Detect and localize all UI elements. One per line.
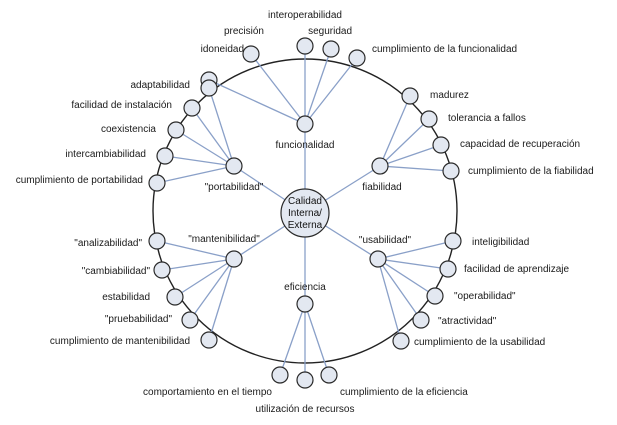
- leaf-node-funcionalidad-2: [296, 37, 314, 55]
- branch-usabilidad-4: [377, 258, 402, 342]
- branch-portabilidad-0: [208, 87, 235, 167]
- branch-portabilidad-1: [191, 107, 235, 167]
- leaf-node-portabilidad-1: [183, 99, 201, 117]
- hub-label-eficiencia: eficiencia: [284, 282, 326, 293]
- leaf-node-funcionalidad-1: [242, 45, 260, 63]
- leaf-node-funcionalidad-4: [348, 49, 366, 67]
- branch-funcionalidad-3: [304, 48, 332, 125]
- leaf-label-funcionalidad-4: cumplimiento de la funcionalidad: [372, 44, 517, 55]
- leaf-label-fiabilidad-3: cumplimiento de la fiabilidad: [468, 166, 594, 177]
- leaf-label-mantenibilidad-2: estabilidad: [102, 292, 150, 303]
- leaf-node-fiabilidad-2: [432, 136, 450, 154]
- branch-fiabilidad-3: [379, 165, 452, 172]
- hub-node-usabilidad: [369, 250, 387, 268]
- branch-portabilidad-3: [164, 155, 235, 167]
- leaf-label-fiabilidad-0: madurez: [430, 90, 469, 101]
- leaf-node-eficiencia-2: [320, 366, 338, 384]
- leaf-node-funcionalidad-3: [322, 40, 340, 58]
- nodes: [148, 37, 462, 389]
- leaf-node-portabilidad-0: [200, 79, 218, 97]
- branch-funcionalidad-4: [304, 57, 358, 125]
- center-line-3: Externa: [288, 220, 323, 231]
- leaf-node-portabilidad-3: [156, 147, 174, 165]
- leaf-node-portabilidad-4: [148, 174, 166, 192]
- branch-fiabilidad-1: [379, 118, 430, 167]
- leaf-node-fiabilidad-0: [401, 87, 419, 105]
- hub-label-portabilidad: "portabilidad": [205, 182, 264, 193]
- branch-usabilidad-3: [377, 258, 422, 321]
- hub-label-mantenibilidad: "mantenibilidad": [188, 234, 260, 245]
- leaf-label-portabilidad-0: adaptabilidad: [131, 80, 191, 91]
- branch-eficiencia-2: [304, 303, 330, 376]
- leaf-label-mantenibilidad-3: "pruebabilidad": [105, 314, 173, 325]
- leaf-node-usabilidad-1: [439, 260, 457, 278]
- leaf-label-usabilidad-2: "operabilidad": [454, 291, 516, 302]
- leaf-label-mantenibilidad-4: cumplimiento de mantenibilidad: [50, 336, 190, 347]
- leaf-label-mantenibilidad-0: "analizabilidad": [74, 238, 142, 249]
- leaf-node-mantenibilidad-2: [166, 288, 184, 306]
- leaf-node-fiabilidad-1: [420, 110, 438, 128]
- center-line-2: Interna/: [288, 208, 322, 219]
- branch-funcionalidad-0: [208, 79, 306, 125]
- leaf-label-funcionalidad-3: seguridad: [308, 26, 352, 37]
- leaf-label-portabilidad-2: coexistencia: [101, 124, 156, 135]
- leaf-node-usabilidad-2: [426, 287, 444, 305]
- leaf-label-mantenibilidad-1: "cambiabilidad": [82, 266, 151, 277]
- hub-node-mantenibilidad: [225, 250, 243, 268]
- leaf-node-eficiencia-1: [296, 371, 314, 389]
- branch-fiabilidad-0: [379, 95, 411, 167]
- labels: idoneidad precisión interoperabilidad segur…: [16, 10, 594, 415]
- branches: [156, 46, 454, 380]
- leaf-node-usabilidad-3: [412, 311, 430, 329]
- branch-eficiencia-0: [279, 303, 306, 376]
- leaf-label-portabilidad-1: facilidad de instalación: [71, 100, 172, 111]
- leaf-label-fiabilidad-1: tolerancia a fallos: [448, 113, 526, 124]
- hub-node-eficiencia: [296, 295, 314, 313]
- leaf-label-eficiencia-0: comportamiento en el tiempo: [143, 387, 272, 398]
- leaf-node-mantenibilidad-0: [148, 232, 166, 250]
- leaf-label-usabilidad-3: "atractividad": [438, 316, 497, 327]
- branch-usabilidad-2: [377, 258, 436, 297]
- hub-label-usabilidad: "usabilidad": [359, 235, 412, 246]
- hub-label-funcionalidad: funcionalidad: [276, 140, 335, 151]
- leaf-node-mantenibilidad-4: [200, 331, 218, 349]
- leaf-label-funcionalidad-1: precisión: [224, 26, 264, 37]
- center-line-1: Calidad: [288, 196, 322, 207]
- branch-mantenibilidad-3: [189, 258, 235, 321]
- branch-mantenibilidad-1: [161, 258, 235, 271]
- branch-mantenibilidad-0: [156, 240, 235, 260]
- branch-portabilidad-4: [156, 165, 235, 184]
- leaf-label-eficiencia-2: cumplimiento de la eficiencia: [340, 387, 468, 398]
- leaf-label-usabilidad-0: inteligibilidad: [472, 237, 529, 248]
- branch-portabilidad-2: [175, 129, 235, 167]
- branch-funcionalidad-1: [250, 53, 306, 125]
- leaf-node-mantenibilidad-1: [153, 261, 171, 279]
- branch-usabilidad-0: [377, 240, 454, 260]
- leaf-label-fiabilidad-2: capacidad de recuperación: [460, 139, 580, 150]
- branch-mantenibilidad-2: [174, 258, 235, 298]
- leaf-node-usabilidad-4: [392, 332, 410, 350]
- leaf-label-portabilidad-4: cumplimiento de portabilidad: [16, 175, 143, 186]
- leaf-node-fiabilidad-3: [442, 162, 460, 180]
- hub-node-portabilidad: [225, 157, 243, 175]
- hub-node-funcionalidad: [296, 115, 314, 133]
- branch-usabilidad-1: [377, 258, 449, 270]
- leaf-node-eficiencia-0: [271, 366, 289, 384]
- leaf-label-eficiencia-1: utilización de recursos: [256, 404, 355, 415]
- hub-label-fiabilidad: fiabilidad: [362, 182, 401, 193]
- leaf-node-portabilidad-2: [167, 121, 185, 139]
- hub-node-fiabilidad: [371, 157, 389, 175]
- leaf-label-portabilidad-3: intercambiabilidad: [65, 149, 146, 160]
- center-node: [280, 188, 330, 238]
- leaf-label-usabilidad-4: cumplimiento de la usabilidad: [414, 337, 545, 348]
- leaf-label-usabilidad-1: facilidad de aprendizaje: [464, 264, 570, 275]
- branch-fiabilidad-2: [379, 144, 442, 167]
- leaf-label-funcionalidad-0: idoneidad: [201, 44, 244, 55]
- leaf-label-funcionalidad-2: interoperabilidad: [268, 10, 342, 21]
- leaf-node-usabilidad-0: [444, 232, 462, 250]
- branch-mantenibilidad-4: [208, 258, 235, 341]
- leaf-node-mantenibilidad-3: [181, 311, 199, 329]
